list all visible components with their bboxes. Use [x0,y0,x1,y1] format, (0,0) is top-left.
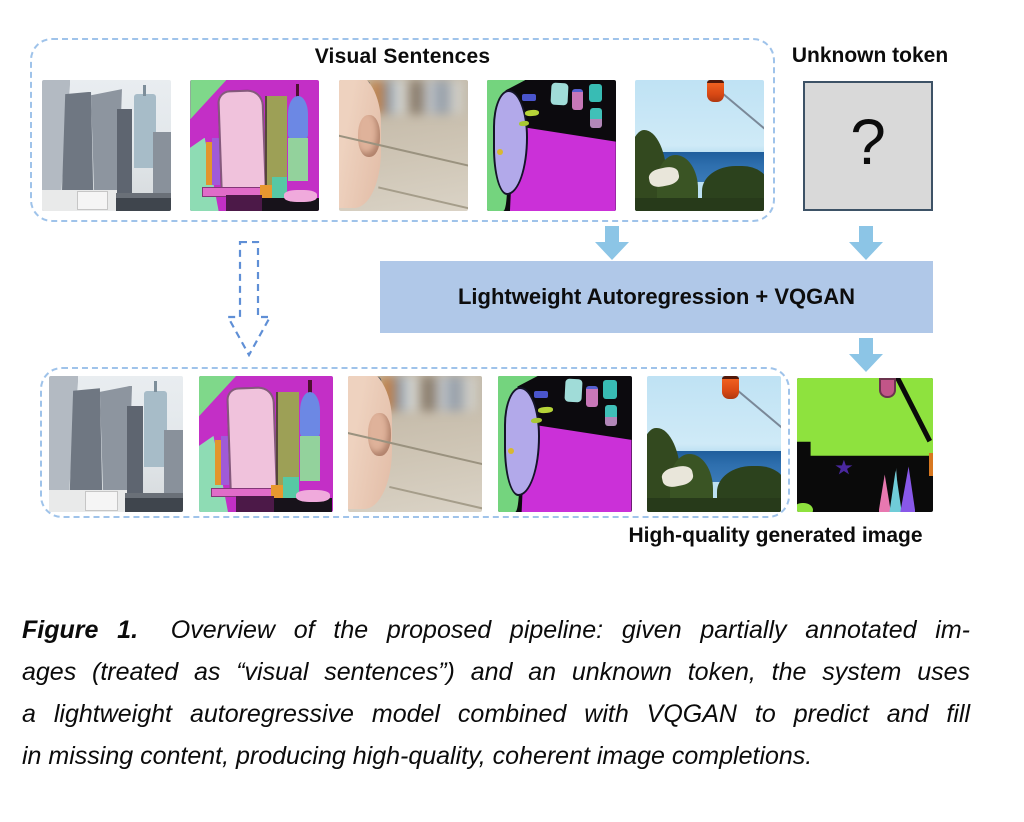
image-shape [226,386,279,494]
image-shape [550,82,569,106]
image-shape [518,120,530,127]
caption-line-1: Figure 1. Overview of the proposed pipel… [22,609,970,651]
image-shape [588,83,602,103]
question-mark: ? [850,106,886,178]
image-shape [603,380,617,400]
image-coast-photo [647,376,781,512]
image-city-photo [49,376,183,512]
image-shape [236,495,274,512]
image-shape [722,376,740,400]
model-box: Lightweight Autoregression + VQGAN [380,261,933,333]
image-shape [144,390,167,468]
image-shape [357,115,380,158]
caption-figure-tag: Figure 1. [22,616,139,644]
image-shape [707,80,724,103]
image-shape [508,448,515,455]
image-shape [889,470,902,512]
image-city-segmentation [190,80,320,211]
image-shape [115,192,171,198]
image-shape [116,108,133,211]
dashed-arrow-down-icon [227,241,271,357]
image-shape [525,109,540,117]
image-shape [153,381,157,393]
image-shape [76,190,109,210]
image-shape [288,95,308,139]
image-shape [296,490,330,503]
arrow-down-icon [849,338,883,372]
image-shape [928,453,933,476]
image-shape [85,490,118,511]
image-shape [164,430,183,512]
image-shape [226,195,263,211]
image-shape [718,90,764,134]
image-street-segmentation [486,80,616,211]
image-shape [212,137,220,185]
image-shape [205,141,214,185]
visual-sentences-group: Visual Sentences [30,38,775,222]
image-shape [635,197,764,211]
image-shape [589,107,602,128]
image-shape [604,416,617,427]
image-shape [284,190,317,202]
image-shape [521,94,536,101]
image-shape [221,435,230,485]
caption-text: Overview of the proposed pipeline: given… [170,616,970,644]
image-shape [585,385,598,408]
image-city-photo [42,80,171,211]
image-shape [497,149,503,156]
image-shape [142,85,146,96]
image-shape [265,95,287,193]
image-shape [378,186,468,211]
image-shape [368,412,391,457]
image-shape [900,466,916,512]
visual-sentences-row [42,80,764,211]
unknown-token-label: Unknown token [791,44,949,67]
image-hand-photo [338,80,468,211]
image-shape [797,502,814,512]
caption-line-3: a lightweight autoregressive model combi… [22,700,970,728]
unknown-token-box: ? [803,81,933,211]
image-shape [797,378,933,456]
figure-caption: Figure 1. Overview of the proposed pipel… [22,609,970,777]
caption-line-2: ages (treated as “visual sentences”) and… [22,658,970,686]
image-shape [300,392,321,438]
image-shape [878,474,891,512]
image-shape [296,83,300,98]
image-shape [276,392,299,493]
image-shape [563,378,583,403]
image-shape [389,486,482,512]
image-generated-segmentation [797,378,933,512]
image-shape [647,498,781,512]
image-shape [571,89,584,111]
caption-line-4: in missing content, producing high-quali… [22,742,813,770]
image-shape [125,498,183,512]
image-shape [126,405,143,512]
image-shape [152,132,171,211]
image-street-segmentation [497,376,632,512]
image-shape [734,386,781,432]
arrow-down-icon [849,226,883,260]
visual-sentences-title: Visual Sentences [314,45,491,68]
image-shape [878,378,897,399]
image-shape [308,380,312,394]
image-shape [288,137,308,181]
image-shape [214,439,223,485]
image-hand-photo [348,376,482,512]
generated-image-label: High-quality generated image [628,524,923,547]
image-shape [589,119,602,129]
completed-sentences-group [40,367,790,518]
arrow-down-icon [595,226,629,260]
image-shape [533,390,549,398]
image-shape [537,406,553,414]
completed-sentences-row [49,376,781,512]
image-shape [835,459,853,475]
image-shape [115,197,171,211]
image-coast-photo [635,80,764,211]
image-shape [216,89,267,194]
image-city-segmentation [198,376,333,512]
image-shape [133,94,156,168]
model-box-label: Lightweight Autoregression + VQGAN [457,284,856,309]
image-shape [300,435,321,481]
image-shape [125,492,183,499]
